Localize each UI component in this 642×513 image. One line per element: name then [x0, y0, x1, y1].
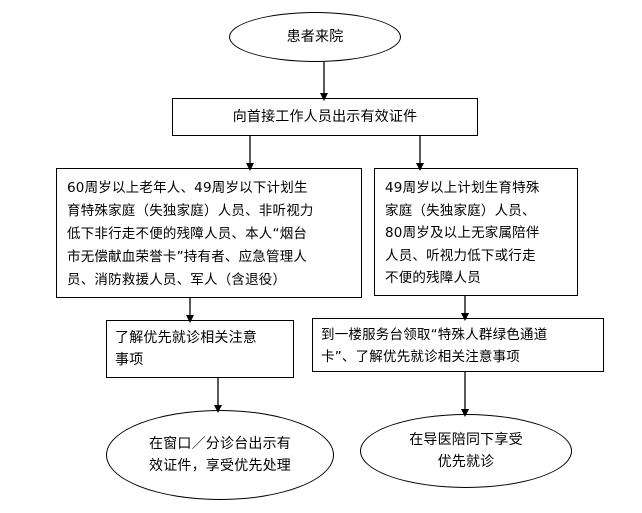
start-label: 患者来院 [286, 29, 344, 45]
right-eligibility-text: 49周岁以上计划生育特殊 家庭（失独家庭）人员、 80周岁及以上无家属陪伴 人员… [385, 180, 540, 286]
show-id-label: 向首接工作人员出示有效证件 [232, 109, 418, 125]
left-notice-text: 了解优先就诊相关注意 事项 [115, 330, 257, 368]
right-eligibility-box: 49周岁以上计划生育特殊 家庭（失独家庭）人员、 80周岁及以上无家属陪伴 人员… [374, 168, 578, 296]
left-notice-box: 了解优先就诊相关注意 事项 [106, 320, 294, 378]
left-end-node: 在窗口／分诊台出示有 效证件，享受优先处理 [106, 410, 334, 500]
left-eligibility-box: 60周岁以上老年人、49周岁以下计划生 育特殊家庭（失独家庭）人员、非听视力 低… [56, 168, 362, 298]
right-service-desk-text: 到一楼服务台领取“特殊人群绿色通道 卡”、了解优先就诊相关注意事项 [321, 327, 548, 365]
show-id-step: 向首接工作人员出示有效证件 [172, 98, 478, 136]
start-node: 患者来院 [229, 12, 401, 62]
right-service-desk-box: 到一楼服务台领取“特殊人群绿色通道 卡”、了解优先就诊相关注意事项 [312, 318, 604, 372]
right-end-node: 在导医陪同下享受 优先就诊 [360, 414, 572, 488]
right-end-text: 在导医陪同下享受 优先就诊 [409, 432, 523, 470]
left-end-text: 在窗口／分诊台出示有 效证件，享受优先处理 [149, 436, 291, 474]
left-eligibility-text: 60周岁以上老年人、49周岁以下计划生 育特殊家庭（失独家庭）人员、非听视力 低… [67, 180, 314, 288]
